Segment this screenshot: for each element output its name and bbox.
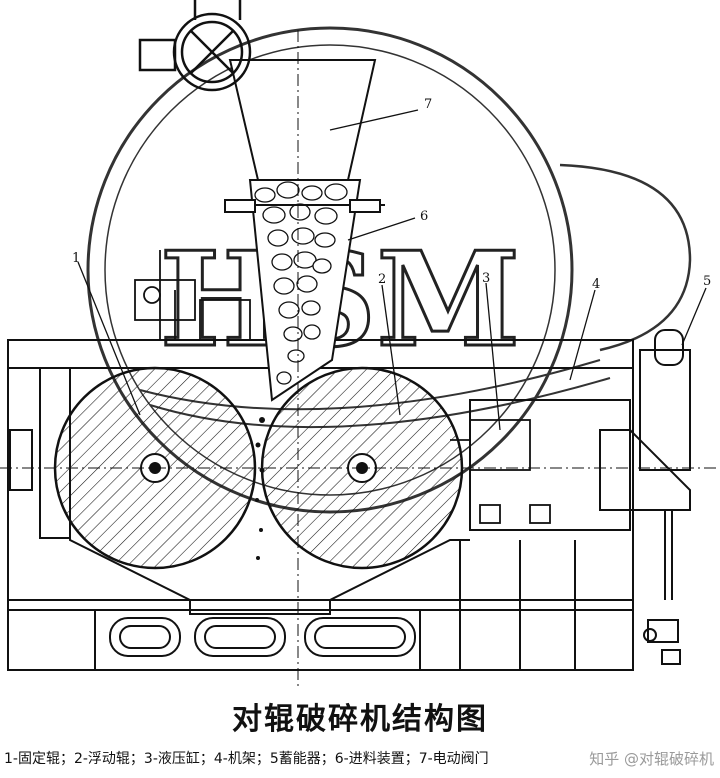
callout-1: 1 [72, 251, 80, 266]
diagram-title: 对辊破碎机结构图 [232, 702, 488, 737]
valve-handwheel [138, 0, 252, 92]
accumulator [629, 329, 691, 665]
callout-4: 4 [592, 277, 600, 292]
hydraulic-cylinder [450, 419, 551, 524]
callout-5: 5 [703, 274, 711, 289]
callout-labels: 1 2 3 4 5 6 7 [72, 97, 711, 292]
roller-crusher-diagram: HSM [0, 0, 720, 690]
callout-3: 3 [482, 271, 490, 286]
zhihu-watermark: 知乎 @对辊破碎机 [589, 750, 714, 768]
feed-hopper [224, 59, 385, 560]
callout-6: 6 [420, 209, 428, 224]
parts-legend: 1-固定辊；2-浮动辊；3-液压缸；4-机架；5蓄能器；6-进料装置；7-电动阀… [4, 751, 489, 767]
callout-7: 7 [424, 97, 432, 112]
leader-lines [77, 109, 707, 431]
callout-2: 2 [378, 272, 386, 287]
left-mechanism [134, 250, 251, 341]
